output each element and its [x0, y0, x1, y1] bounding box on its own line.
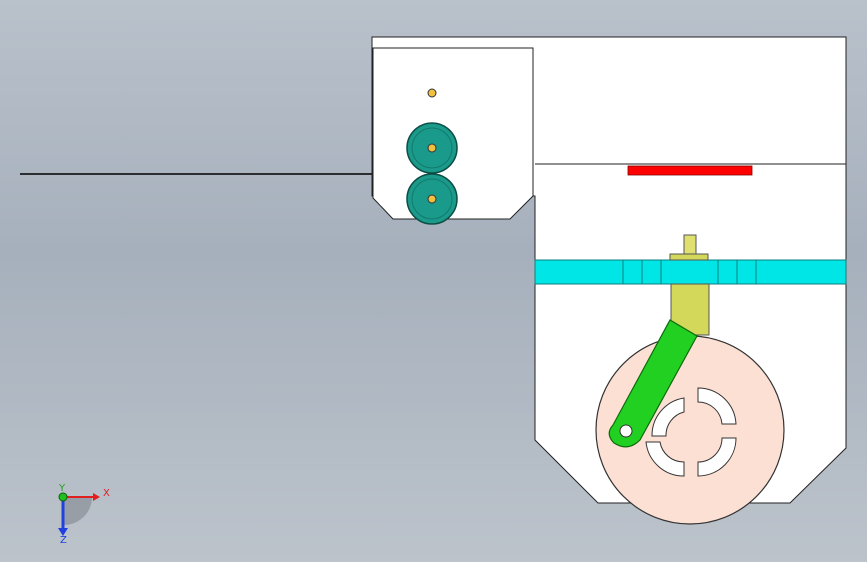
disc-slot [645, 441, 685, 477]
y-axis-icon [58, 492, 68, 502]
rod-pivot-icon [619, 424, 633, 438]
guide-rail[interactable] [534, 259, 847, 285]
slider-pin[interactable] [683, 234, 697, 256]
lower-feed-roller[interactable] [406, 173, 458, 225]
z-axis-label: Z [60, 535, 67, 546]
connecting-rod[interactable] [608, 319, 698, 448]
disc-slot [697, 437, 737, 477]
disc-slot [651, 397, 685, 437]
roller-axle-icon [427, 143, 437, 153]
orientation-triad[interactable]: X Y Z [58, 483, 110, 546]
upper-feed-roller[interactable] [406, 122, 458, 174]
x-arrow-icon [93, 493, 100, 501]
x-axis-label: X [103, 488, 110, 499]
disc-slot [697, 387, 737, 425]
feed-pin[interactable] [427, 88, 437, 98]
slider-cap [669, 253, 709, 261]
triad-plane-icon [64, 497, 92, 525]
cutter-blade[interactable] [627, 165, 753, 176]
roller-axle-icon [427, 194, 437, 204]
z-arrow-icon [58, 528, 68, 536]
y-axis-label: Y [58, 483, 66, 494]
